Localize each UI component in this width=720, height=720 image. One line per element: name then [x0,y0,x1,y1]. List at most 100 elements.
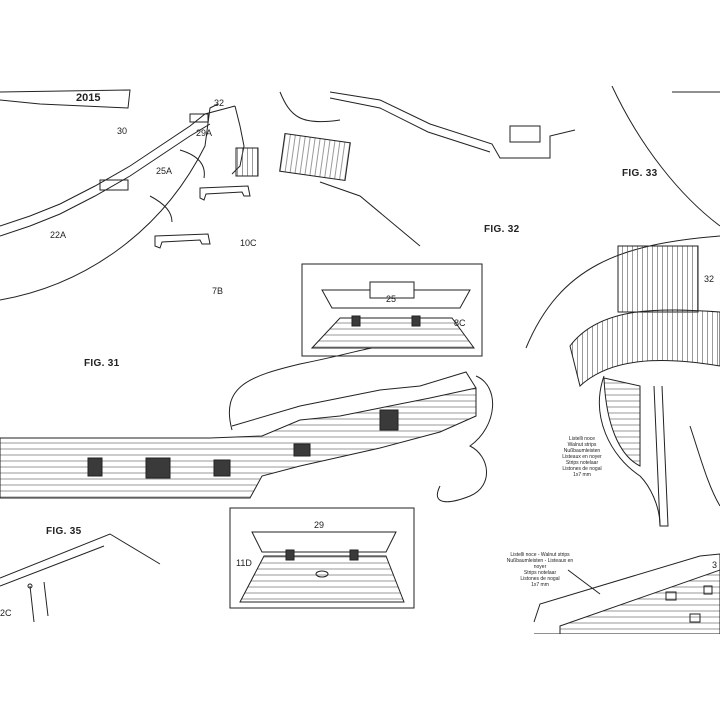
strip-note-right-line: Nußbaumleisten [563,448,601,454]
fig32-deck-line [329,91,576,159]
strip-note-right-line: Walnut strips [567,442,597,448]
fig32-curve [279,91,341,123]
strip-hatch-1 [665,591,677,601]
strip-note-right: Listelli noce Walnut strips Nußbaumleist… [544,436,620,478]
label-part-11D: 11D [236,558,252,568]
strip-note-bottom: Listelli noce - Walnut strips Nußbaumlei… [500,552,580,588]
strip-note-right-line: Strips notelaar [565,460,599,466]
transom-post [653,385,669,527]
inset2-frame [229,507,415,609]
bottom-left-partial [0,533,161,623]
figure-title-35: FIG. 35 [46,526,82,537]
fig31-part-10C [199,185,251,201]
bottom-left-rail-2 [0,545,105,587]
figure-title-32: FIG. 32 [484,224,520,235]
strip-note-right-line: Listones de nogal [562,466,602,472]
fig31-bulwark-top [0,89,131,109]
inset2-hole [315,570,329,578]
fig35-curved-leader [228,347,373,431]
fig35-bulwark [231,371,477,427]
inset-deck [310,317,475,349]
transom-side [689,425,720,507]
inset2-beam [251,531,397,553]
label-part-10C: 10C [240,238,257,248]
instruction-sheet: 2015 32 30 29A 25A 22A 10C 7B 25 8C 29 1… [0,86,720,634]
inset2-block-left [285,549,295,561]
fig35-hatch-3 [213,459,231,477]
strip-outline [533,553,720,634]
fig31-part-7B [154,233,211,249]
bottom-right-strip [533,553,720,634]
fig32-slot [509,125,541,143]
inset-detail-8C [301,263,483,357]
inset-block-left [351,315,361,327]
strip-planks [559,569,720,634]
fig31-deck-edge [0,105,236,227]
fig31-deck-edge-lower [0,123,211,237]
fig35-drawing [0,347,494,503]
label-part-25A: 25A [156,166,173,176]
fig35-stern [436,375,494,503]
fig35-hatch-1 [87,457,103,477]
strip-note-bottom-line: Listones de nogal [520,576,560,582]
strip-note-bottom-line: 1x7 mm [531,582,549,588]
label-part-22A: 22A [50,230,67,240]
inset-beam [321,289,471,309]
transom-fill [603,377,641,467]
fig33-arc [611,86,720,227]
fig31-slot-1 [99,179,129,191]
label-part-25: 25 [386,294,397,304]
label-part-32-top: 32 [214,98,225,108]
fig35-deck [0,387,477,499]
inset-detail-11D [229,507,415,609]
fig33-drawing [611,86,720,227]
fig31-plank-block [235,147,259,177]
fig31-hull-outline [0,103,219,301]
fig32-deck-line-lower [329,97,491,153]
label-part-29: 29 [314,520,325,530]
strip-hatch-2 [703,585,713,595]
inset-part-25 [369,281,415,299]
label-part-8C: 8C [454,318,466,328]
figure-title-33: FIG. 33 [622,168,658,179]
pin-1 [29,585,35,623]
label-part-2C-edge: 2C [0,608,12,618]
inset-frame [301,263,483,357]
strip-note-bottom-line: Nußbaumleisten - Listeaux en noyer [506,558,574,570]
transom-body [599,375,661,527]
inset2-block-right [349,549,359,561]
stern-transom-drawing [525,235,720,527]
transom-upper-planks [617,245,699,313]
strip-note-bottom-line: Listelli noce - Walnut strips [510,552,570,558]
strip-hatch-3 [689,613,701,623]
strip-note-right-line: Listeaux en noyer [562,454,602,460]
label-part-7B: 7B [212,286,224,296]
pin-head [27,583,33,589]
strip-note-right-line: Listelli noce [568,436,596,442]
transom-arc [525,235,720,349]
label-part-3-edge: 3 [712,560,718,570]
fig35-hatch-4 [293,443,311,457]
fig31-drawing [0,89,259,301]
inset2-deck [239,555,405,603]
fig35-hatch-5 [379,409,399,431]
fig31-slot-2 [189,113,209,123]
fig35-hatch-2 [145,457,171,479]
inset-block-right [411,315,421,327]
label-part-29A: 29A [196,128,213,138]
strip-note-right-line: 1x7 mm [573,472,591,478]
transom-band [569,309,720,387]
fig32-drawing [279,91,576,247]
pin-2 [43,581,49,617]
fig32-stem [319,181,421,247]
fig31-arrow-2 [149,195,173,223]
label-part-30: 30 [117,126,128,136]
bottom-left-rail [0,533,161,579]
ship-model-diagram [0,86,720,634]
strip-note-bottom-line: Strips notelaar [523,570,557,576]
label-part-32-right: 32 [704,274,715,284]
figure-title-31: FIG. 31 [84,358,120,369]
fig32-plank-block [279,133,351,181]
sheet-code: 2015 [76,92,101,104]
